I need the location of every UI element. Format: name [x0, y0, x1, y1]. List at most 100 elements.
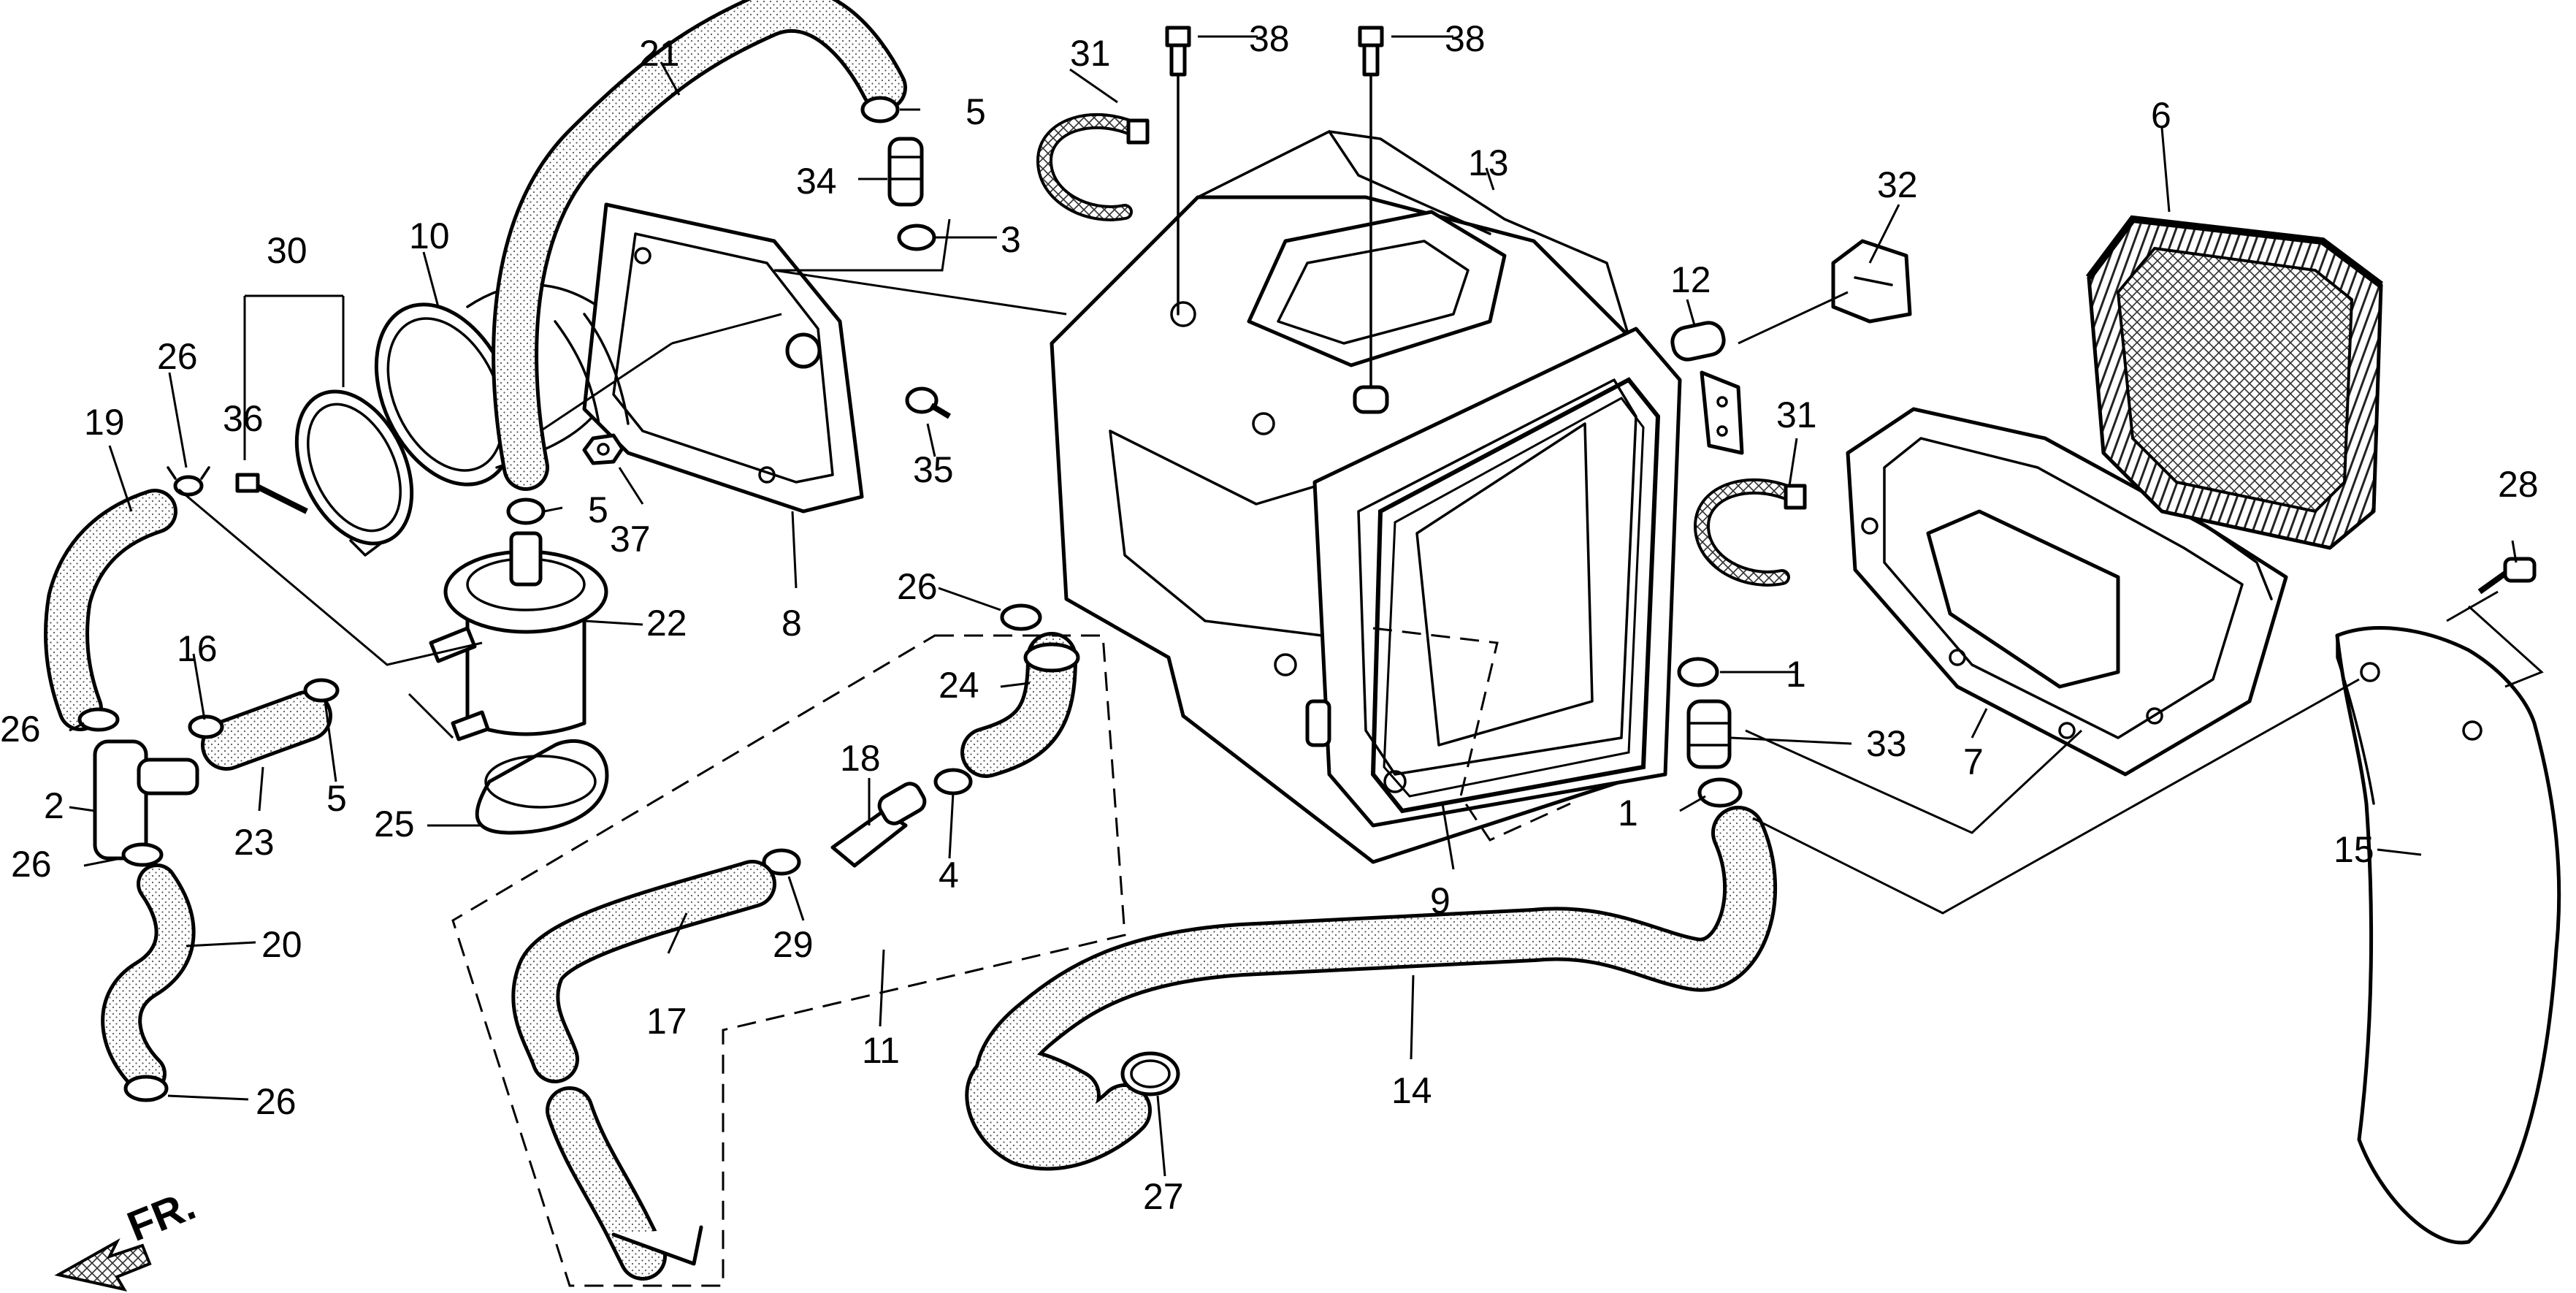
- clip-26-d: [123, 1075, 169, 1102]
- part-number-labels: 1 1 2 3 4 5 5 5 6 7 8 9 10 11 12 13 14 1…: [0, 18, 2539, 1217]
- element-cover-7: [1846, 407, 2288, 777]
- bolt-28: [2477, 557, 2537, 595]
- label-part-11: 11: [862, 1030, 900, 1071]
- case-dashed-guide: [1372, 627, 1571, 842]
- front-direction-indicator: FR.: [54, 1181, 202, 1292]
- label-part-18: 18: [840, 738, 881, 779]
- label-part-30: 30: [267, 230, 307, 271]
- label-part-22: 22: [646, 603, 687, 644]
- hose-19: [44, 489, 177, 731]
- label-part-25: 25: [374, 804, 415, 844]
- label-part-26-lower-left: 26: [11, 844, 52, 885]
- label-part-38-left: 38: [1249, 18, 1290, 59]
- clip-26-b: [77, 707, 120, 732]
- bolt-36: [235, 473, 308, 514]
- label-part-26-drain: 26: [897, 566, 938, 607]
- label-part-38-right: 38: [1445, 18, 1486, 59]
- clip-26-e: [1000, 603, 1042, 631]
- air-filter-element-6: [2086, 215, 2383, 550]
- clip-29: [762, 848, 801, 876]
- label-part-9: 9: [1430, 880, 1451, 921]
- band-31-a: [1036, 113, 1150, 221]
- label-part-1-upper: 1: [1786, 654, 1806, 695]
- label-part-5-middle: 5: [588, 489, 608, 530]
- hose-23: [201, 690, 332, 771]
- label-part-36: 36: [223, 398, 264, 439]
- label-part-15: 15: [2334, 829, 2374, 870]
- tube-24: [960, 632, 1080, 778]
- label-part-28: 28: [2498, 464, 2539, 505]
- label-part-33: 33: [1866, 723, 1907, 764]
- clip-5-a: [860, 96, 900, 123]
- joint-34: [887, 137, 924, 207]
- band-31-b: [1694, 478, 1807, 587]
- clip-4: [933, 768, 973, 796]
- label-part-8: 8: [781, 603, 802, 644]
- bracket-32: [1831, 239, 1912, 324]
- label-part-17: 17: [646, 1001, 687, 1042]
- clip-26-c: [121, 842, 164, 867]
- band-30: [294, 389, 414, 557]
- clip-26-a: [167, 466, 210, 497]
- label-part-21: 21: [639, 33, 680, 74]
- nut-37: [582, 433, 624, 465]
- label-part-24: 24: [939, 665, 979, 706]
- label-part-26-top: 26: [157, 336, 198, 377]
- label-part-13: 13: [1468, 142, 1509, 183]
- pipe-12: [1670, 321, 1726, 362]
- clip-16: [188, 714, 224, 739]
- label-part-19: 19: [84, 402, 125, 443]
- gasket-9: [1370, 377, 1661, 814]
- label-part-29: 29: [773, 924, 814, 965]
- label-part-35: 35: [913, 449, 954, 490]
- case-cover-8: [554, 202, 864, 514]
- duct-15: [2335, 626, 2561, 1245]
- label-part-5-top: 5: [966, 91, 986, 132]
- group-11-outline: [451, 634, 1126, 1287]
- label-part-12: 12: [1670, 259, 1711, 300]
- joint-2: [93, 739, 199, 861]
- label-part-26-bottom: 26: [256, 1081, 297, 1122]
- label-part-16: 16: [177, 628, 218, 669]
- label-part-10: 10: [409, 216, 450, 256]
- label-part-14: 14: [1391, 1070, 1432, 1111]
- label-part-27: 27: [1143, 1176, 1184, 1217]
- label-part-1-lower: 1: [1618, 793, 1638, 834]
- leader-lines: [69, 35, 2544, 1177]
- front-arrow-icon: [54, 1238, 152, 1292]
- clip-1-a: [1677, 657, 1719, 687]
- label-part-6: 6: [2151, 95, 2171, 136]
- label-part-31-right: 31: [1776, 394, 1817, 435]
- clip-3: [897, 224, 936, 251]
- joint-33: [1686, 699, 1732, 769]
- label-part-20: 20: [261, 924, 302, 965]
- clamp-27: [1120, 1051, 1180, 1096]
- label-part-37: 37: [610, 519, 651, 560]
- label-part-34: 34: [796, 161, 837, 202]
- case-bracket: [1700, 370, 1744, 455]
- label-part-4: 4: [939, 855, 959, 896]
- drain-tube-lower: [546, 1086, 703, 1281]
- screw-35: [905, 386, 952, 419]
- bolt-38-b: [1353, 26, 1389, 414]
- label-part-31-top: 31: [1070, 33, 1111, 74]
- valve-22: [429, 531, 608, 741]
- label-part-7: 7: [1963, 741, 1984, 782]
- clip-1-b: [1697, 777, 1743, 808]
- bolt-38-a: [1165, 26, 1191, 316]
- drain-tube-17: [511, 860, 776, 1083]
- label-part-23: 23: [234, 822, 275, 863]
- label-part-3: 3: [1001, 219, 1021, 260]
- hose-14: [965, 806, 1778, 1171]
- front-direction-label: FR.: [121, 1181, 202, 1251]
- label-part-32: 32: [1877, 164, 1918, 205]
- air-cleaner-case-13: [1050, 130, 1682, 864]
- clip-5-c: [303, 678, 340, 703]
- label-part-2: 2: [44, 785, 64, 826]
- plug-18: [830, 782, 927, 868]
- hose-20: [101, 863, 196, 1094]
- label-part-5-left: 5: [326, 778, 347, 819]
- clip-5-b: [506, 497, 546, 525]
